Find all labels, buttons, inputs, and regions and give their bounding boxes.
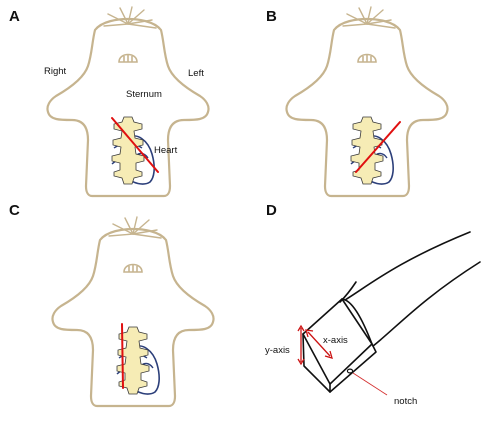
cut-line-b	[355, 121, 401, 173]
y-axis-arrowhead-top	[297, 324, 305, 332]
y-axis-arrowhead-bottom	[297, 358, 305, 366]
panel-a: A Right Left Sternum Heart	[9, 5, 210, 198]
label-heart: Heart	[154, 145, 178, 156]
mouse-diagram-b	[285, 5, 449, 198]
panel-letter-d: D	[266, 202, 277, 219]
panel-letter-a: A	[9, 8, 20, 25]
ultrasound-probe	[302, 231, 481, 393]
cut-line-a	[111, 117, 159, 173]
label-y-axis: y-axis	[265, 345, 290, 356]
notch-pointer	[352, 372, 388, 396]
label-notch: notch	[394, 396, 417, 407]
panel-c: C	[9, 202, 215, 408]
x-axis-arrowhead-bottom	[324, 350, 333, 359]
notch-mark	[346, 368, 354, 374]
mouse-diagram-a	[46, 5, 210, 198]
panel-letter-c: C	[9, 202, 20, 219]
label-left: Left	[188, 68, 204, 79]
panel-b: B	[266, 5, 449, 198]
mouse-diagram-c	[51, 215, 215, 408]
x-axis-arrow	[307, 331, 331, 357]
label-sternum: Sternum	[126, 89, 162, 100]
panel-letter-b: B	[266, 8, 277, 25]
cut-line-c	[121, 323, 124, 389]
label-x-axis: x-axis	[323, 335, 348, 346]
label-right: Right	[44, 66, 67, 77]
panel-d: D y-axis x-axis notch	[265, 202, 481, 407]
x-axis-arrowhead-top	[305, 329, 314, 338]
